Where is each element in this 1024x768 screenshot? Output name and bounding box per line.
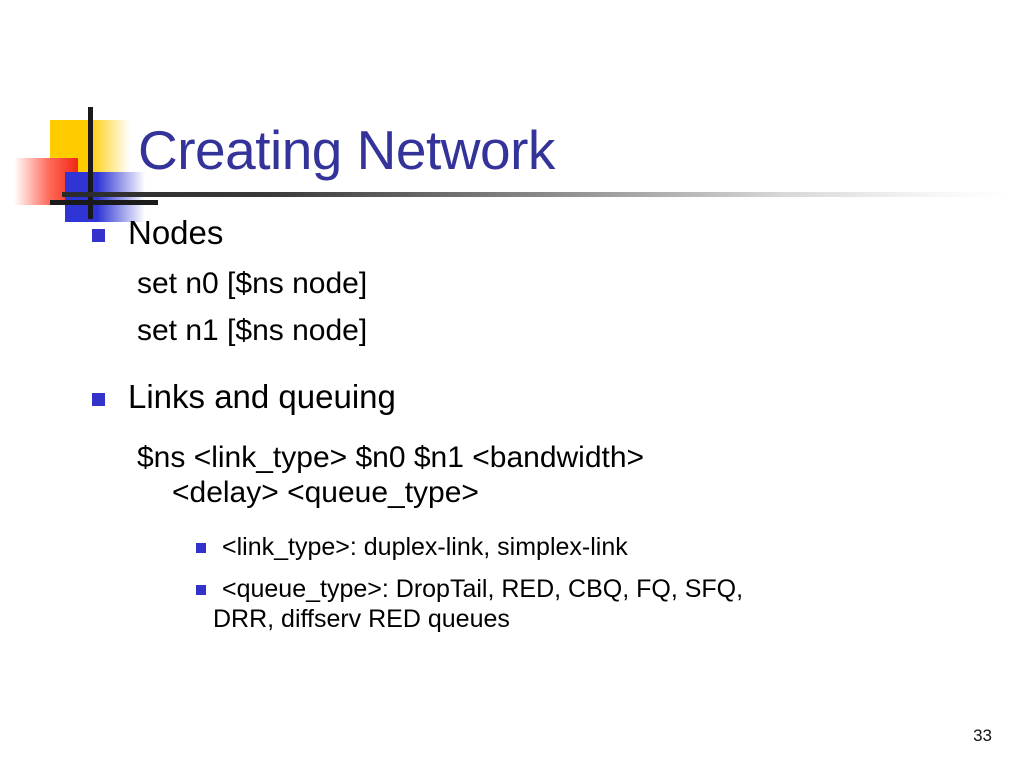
square-bullet-icon — [92, 229, 105, 242]
bullet-label-links-and-queuing: Links and queuing — [128, 377, 396, 415]
code-line-set-n0: set n0 [$ns node] — [137, 266, 368, 300]
square-bullet-icon — [196, 543, 206, 554]
code-line-link-syntax-1: $ns <link_type> $n0 $n1 <bandwidth> — [137, 440, 645, 474]
sub-bullet-item-link-type: <link_type>: duplex-link, simplex-link — [0, 532, 1024, 562]
spacer — [0, 418, 1024, 440]
sub-bullet-label-queue-type-continued: DRR, diffserv RED queues — [213, 605, 510, 634]
logo-vertical-line-icon — [88, 107, 93, 219]
bullet-label-nodes: Nodes — [128, 214, 224, 251]
bullet-item-nodes: Nodes — [0, 214, 1024, 252]
spacer — [0, 301, 1024, 313]
sub-bullet-item-queue-type: <queue_type>: DropTail, RED, CBQ, FQ, SF… — [0, 574, 1024, 604]
sub-bullet-label-queue-type: <queue_type>: DropTail, RED, CBQ, FQ, SF… — [222, 575, 744, 604]
slide-body: Nodes set n0 [$ns node] set n1 [$ns node… — [0, 214, 1024, 634]
page-number: 33 — [973, 726, 992, 745]
code-line-set-n1: set n1 [$ns node] — [137, 314, 368, 348]
code-line-link-syntax-2: <delay> <queue_type> — [172, 476, 479, 510]
slide-logo-decoration — [0, 95, 200, 235]
spacer — [0, 254, 1024, 266]
slide-title: Creating Network — [138, 119, 555, 181]
spacer — [0, 562, 1024, 574]
logo-horizontal-line-icon — [50, 200, 158, 205]
logo-blue-square-icon — [65, 172, 145, 222]
spacer — [0, 349, 1024, 379]
sub-bullet-label-link-type: <link_type>: duplex-link, simplex-link — [222, 533, 628, 562]
bullet-item-links-and-queuing: Links and queuing — [0, 377, 1024, 416]
spacer — [0, 510, 1024, 532]
square-bullet-icon — [196, 585, 206, 596]
square-bullet-icon — [92, 392, 105, 406]
title-divider — [62, 192, 1012, 197]
